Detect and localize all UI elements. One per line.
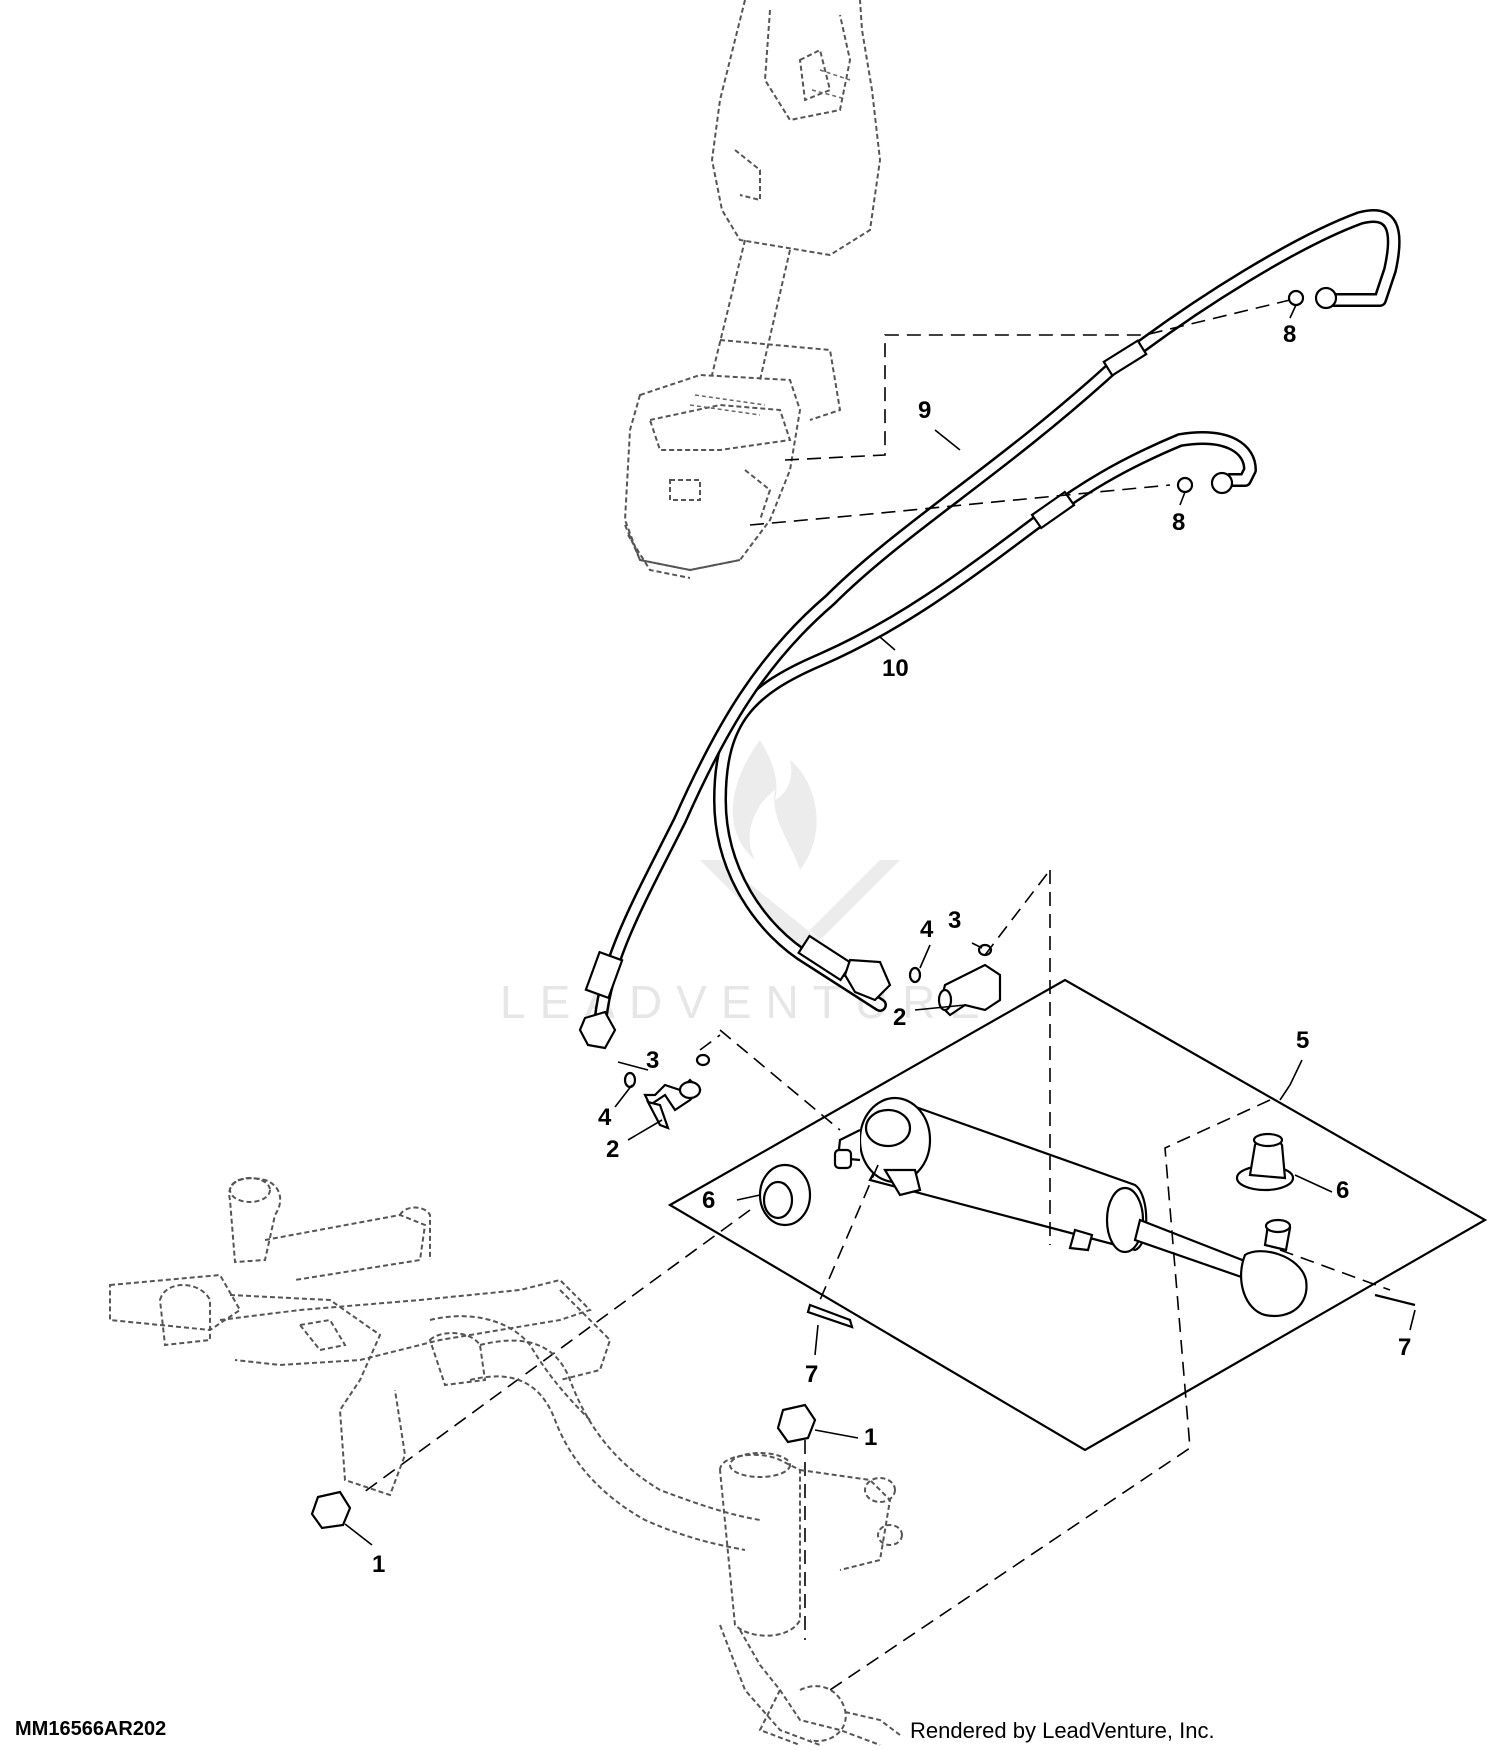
callout-boot-right: 6: [1336, 1177, 1349, 1204]
callout-hose-lower: 10: [882, 655, 909, 682]
callout-nut-left: 1: [372, 1551, 385, 1578]
cotter-pin-right: [1374, 1293, 1416, 1307]
hose-lower: [713, 431, 1257, 1012]
cylinder-kit-outline: [667, 978, 1488, 1452]
callout-hose-upper: 9: [918, 397, 931, 424]
callout-nut-right: 1: [864, 1424, 877, 1451]
callout-oring-small-right: 3: [948, 907, 961, 934]
hose-upper-crimp: [1102, 339, 1148, 377]
hose-upper-nut: [578, 1010, 617, 1050]
callout-elbow-right: 2: [893, 1004, 906, 1031]
assembly-leaders: [359, 869, 1391, 1691]
steering-cylinder: [833, 1096, 1308, 1318]
steering-column-ghost: [623, 0, 882, 579]
callout-oring-upper: 8: [1283, 321, 1296, 348]
callout-pin-right: 7: [1398, 1334, 1411, 1361]
elbow-fitting-right: [937, 963, 1002, 1017]
hose-lower-crimp-upper: [1030, 490, 1076, 530]
hose-upper: [578, 209, 1401, 1050]
callout-labels: 8 8 9 10 4 3 2 5 3 4 2 6 6 7 7 1 1: [372, 321, 1411, 1578]
cotter-pin-left: [806, 1303, 854, 1329]
callout-oring-small-left: 3: [646, 1047, 659, 1074]
callout-elbow-left: 2: [606, 1136, 619, 1163]
callout-pin-left: 7: [805, 1361, 818, 1388]
valve-leaders: [749, 299, 1291, 526]
callout-boot-left: 6: [702, 1187, 715, 1214]
upper-fittings: [1176, 286, 1338, 495]
callout-oring-large-left: 4: [598, 1104, 612, 1131]
watermark-text: LEADVENTURE: [500, 976, 994, 1028]
hose-upper-crimp-lower: [584, 950, 624, 1000]
render-credit: Rendered by LeadVenture, Inc.: [910, 1718, 1215, 1743]
watermark-flame-icon: [732, 740, 817, 870]
front-axle-ghost: [109, 1177, 903, 1746]
elbow-fitting-left: [643, 1078, 702, 1130]
boot-right: [1235, 1132, 1295, 1192]
hose-lower-nut: [843, 958, 892, 1002]
callout-pointers: [344, 304, 1416, 1546]
nut-right: [776, 1403, 817, 1444]
watermark: LEADVENTURE: [500, 740, 994, 1028]
orings: [623, 943, 993, 1089]
drawing-code: MM16566AR202: [15, 1718, 167, 1740]
callout-cylinder-kit: 5: [1296, 1027, 1309, 1054]
nut-left: [310, 1490, 352, 1530]
watermark-v-icon: [700, 860, 900, 960]
boot-left: [758, 1163, 812, 1227]
callout-oring-lower: 8: [1172, 509, 1185, 536]
callout-oring-large-right: 4: [920, 916, 934, 943]
